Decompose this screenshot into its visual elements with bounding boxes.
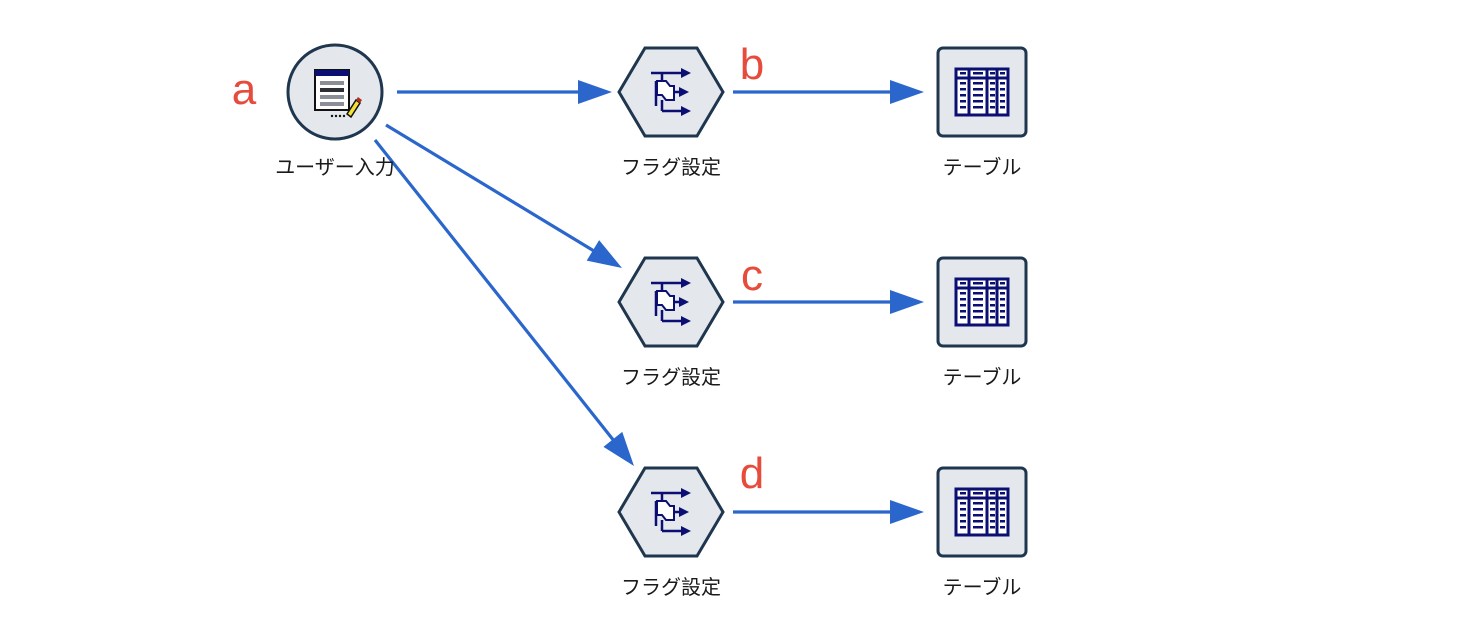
connector-flag1-to-table1[interactable] xyxy=(733,80,924,104)
arrowhead-icon xyxy=(890,290,924,314)
node-user_input[interactable]: ユーザー入力 xyxy=(275,43,395,179)
node-table3[interactable]: テーブル xyxy=(936,466,1028,599)
table-icon xyxy=(954,67,1010,117)
marker-letter-b: b xyxy=(740,40,764,89)
table-icon xyxy=(954,487,1010,537)
marker-letter-a: a xyxy=(232,65,257,114)
node-label: テーブル xyxy=(943,575,1022,599)
node-flag1[interactable]: フラグ設定 xyxy=(617,46,725,179)
arrowhead-icon xyxy=(890,80,924,104)
table-icon xyxy=(954,277,1010,327)
arrowhead-icon xyxy=(890,500,924,524)
arrowhead-icon xyxy=(578,80,612,104)
node-label: フラグ設定 xyxy=(621,155,721,179)
node-table2[interactable]: テーブル xyxy=(936,256,1028,389)
node-flag2[interactable]: フラグ設定 xyxy=(617,256,725,389)
node-flag3[interactable]: フラグ設定 xyxy=(617,466,725,599)
node-label: フラグ設定 xyxy=(621,365,721,389)
connector-flag2-to-table2[interactable] xyxy=(733,290,924,314)
arrowhead-icon xyxy=(603,431,634,466)
marker-letter-c: c xyxy=(741,251,763,300)
connector-line[interactable] xyxy=(385,123,596,253)
node-label: フラグ設定 xyxy=(621,575,721,599)
node-label: ユーザー入力 xyxy=(275,155,395,179)
node-label: テーブル xyxy=(943,155,1022,179)
connector-line[interactable] xyxy=(373,139,616,442)
marker-letter-d: d xyxy=(740,449,764,498)
connector-user_input-to-flag2[interactable] xyxy=(385,123,622,268)
connector-flag3-to-table3[interactable] xyxy=(733,500,924,524)
connector-user_input-to-flag1[interactable] xyxy=(397,80,612,104)
connector-user_input-to-flag3[interactable] xyxy=(373,139,634,466)
node-table1[interactable]: テーブル xyxy=(936,46,1028,179)
node-label: テーブル xyxy=(943,365,1022,389)
arrowhead-icon xyxy=(586,240,622,268)
connections-layer xyxy=(373,80,924,524)
